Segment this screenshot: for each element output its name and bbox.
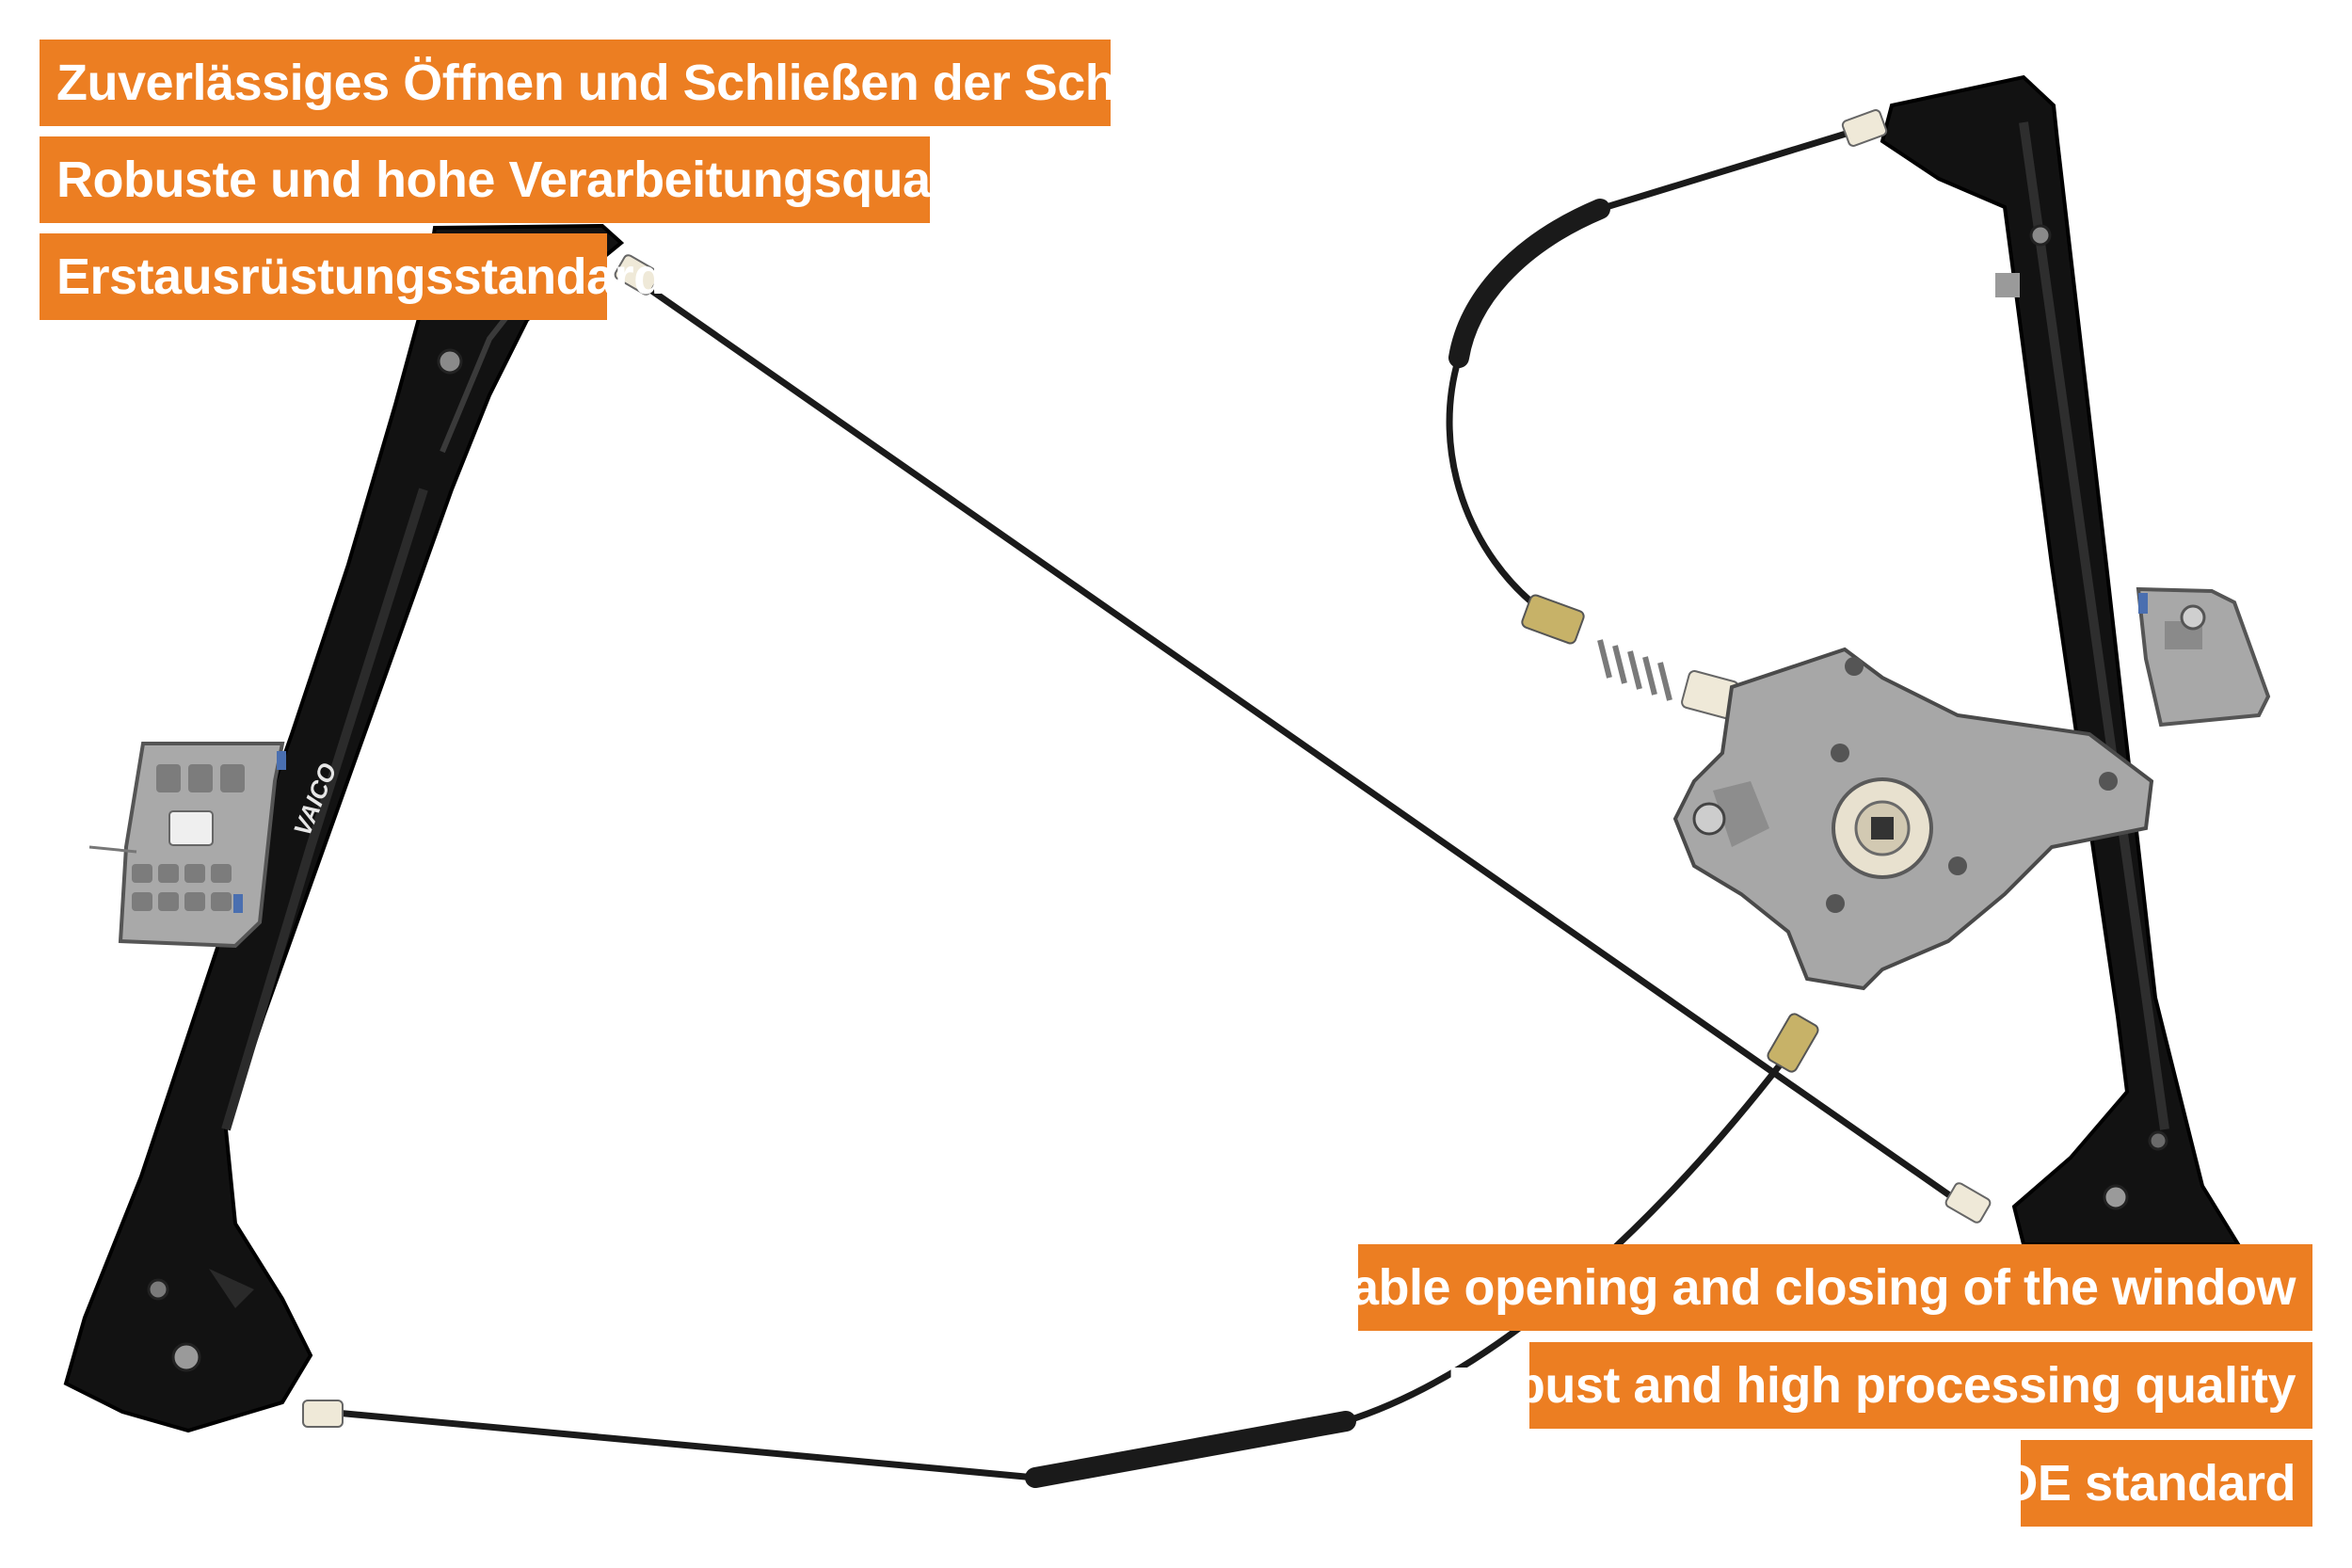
english-feature-badges [1358, 1244, 2312, 1527]
feature-label-de-oe-standard: Erstausrüstungsstandard [56, 248, 664, 305]
feature-label-de-reliable: Zuverlässiges Öffnen und Schließen der S… [56, 55, 1216, 111]
drive-plate [1672, 647, 2154, 991]
cable-end-caps [302, 109, 1992, 1428]
tension-springs [1521, 594, 1819, 1073]
left-mounting-bracket [88, 742, 286, 949]
right-guide-rail [1880, 74, 2242, 1246]
feature-label-en-reliable: Reliable opening and closing of the wind… [1258, 1259, 2296, 1316]
feature-label-en-oe-standard: OE standard [1998, 1455, 2296, 1512]
german-feature-badges [40, 40, 1111, 320]
right-mounting-bracket [2136, 586, 2271, 728]
feature-label-en-robust: Robust and high processing quality [1447, 1357, 2296, 1414]
feature-label-de-robust: Robuste und hohe Verarbeitungsqualität [56, 152, 1019, 208]
